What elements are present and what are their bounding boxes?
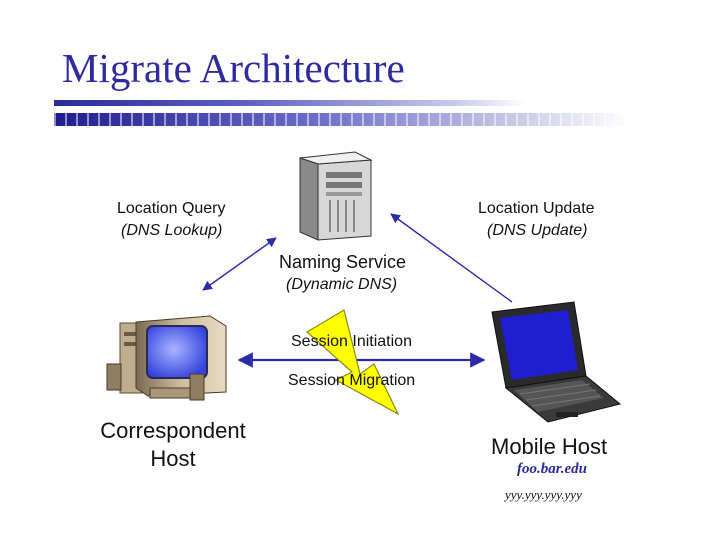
- slide-title: Migrate Architecture: [62, 45, 405, 91]
- session-initiation-label: Session Initiation: [291, 333, 412, 350]
- location-update-sublabel: (DNS Update): [487, 222, 588, 239]
- mobile-host-ip: yyy.yyy.yyy.yyy: [505, 487, 582, 502]
- correspondent-host-line1: Correspondent: [100, 418, 246, 443]
- session-migration-label: Session Migration: [288, 372, 416, 389]
- mobile-host-label: Mobile Host: [491, 434, 608, 459]
- mobile-host-domain: foo.bar.edu: [517, 461, 588, 477]
- location-update-arrow: [390, 213, 513, 303]
- naming-service-sublabel: (Dynamic DNS): [286, 276, 398, 293]
- location-query-sublabel: (DNS Lookup): [121, 222, 223, 239]
- location-query-arrow: [202, 237, 277, 291]
- title-gradient-bar: [54, 113, 628, 126]
- location-update-label: Location Update: [478, 200, 595, 217]
- naming-service-label: Naming Service: [279, 252, 407, 272]
- laptop-icon: [491, 301, 622, 423]
- correspondent-host-line2: Host: [150, 446, 196, 471]
- title-underline: [54, 100, 526, 106]
- server-icon: [299, 151, 373, 241]
- lightning-bolt-icon: [305, 309, 400, 416]
- correspondent-host-label: Correspondent Host: [92, 418, 254, 472]
- desktop-computer-icon: [106, 315, 227, 401]
- location-query-label: Location Query: [117, 200, 226, 217]
